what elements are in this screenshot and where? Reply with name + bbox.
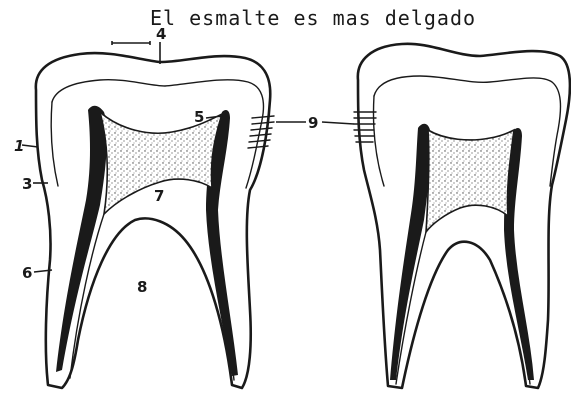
figure-caption: El esmalte es mas delgado <box>150 6 476 30</box>
right-tooth <box>354 44 570 388</box>
label-5: 5 <box>194 108 204 126</box>
left-tooth-pulp-band-left <box>56 106 107 372</box>
right-tooth-pulp-chamber <box>426 130 514 232</box>
left-tooth <box>36 53 274 388</box>
label-7: 7 <box>154 187 164 205</box>
left-tooth-dej-line-left <box>51 102 58 186</box>
left-tooth-outer-outline <box>36 53 270 388</box>
right-tooth-outer-outline <box>358 44 570 388</box>
right-tooth-pulp-band-left <box>390 124 431 380</box>
label-6: 6 <box>22 264 32 282</box>
label-1: 1 <box>14 137 24 155</box>
left-tooth-hatch-marks <box>248 116 274 148</box>
label-8: 8 <box>137 278 147 296</box>
right-tooth-dej-line-left <box>373 96 384 186</box>
label-9: 9 <box>308 114 318 132</box>
label-3: 3 <box>22 175 32 193</box>
